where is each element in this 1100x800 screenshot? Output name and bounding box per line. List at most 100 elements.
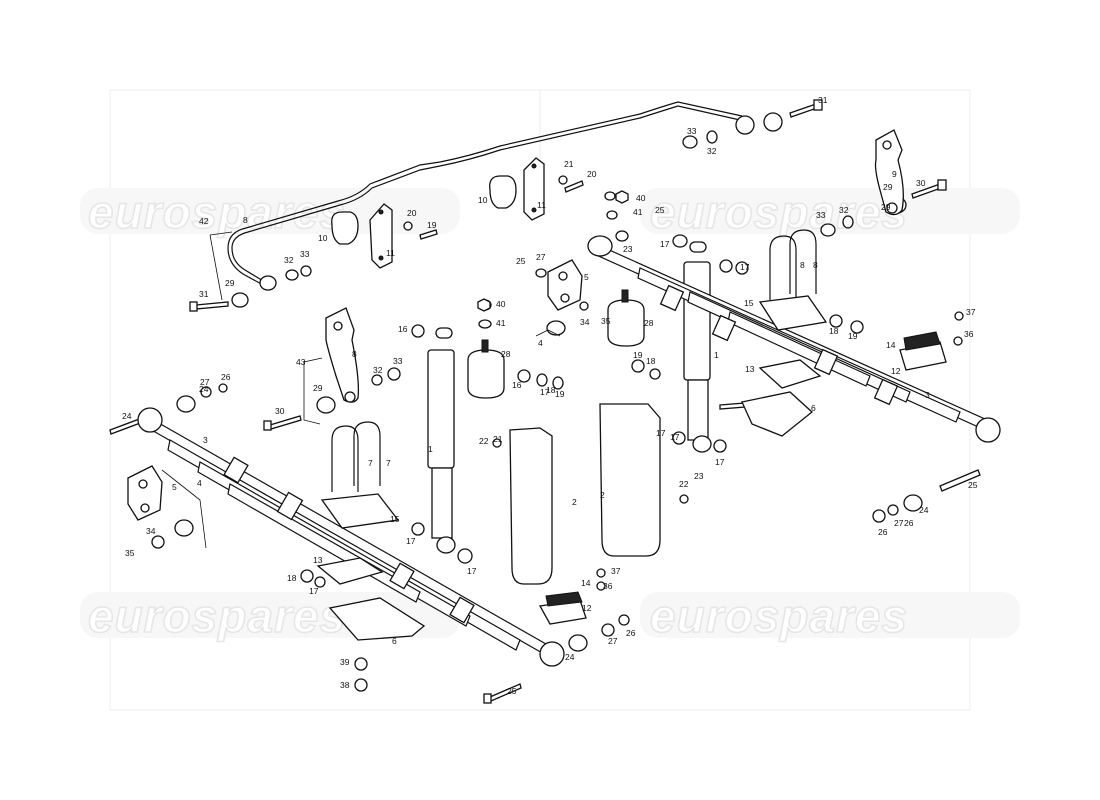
part-number-label: 32 [707, 146, 717, 156]
drop-links [325, 129, 904, 403]
part-number-label: 13 [745, 364, 755, 374]
part-number-label: 17 [467, 566, 477, 576]
part-number-label: 27 [536, 252, 546, 262]
watermark-layer: eurospares eurospares eurospares eurospa… [80, 185, 1020, 643]
watermark: eurospares [650, 590, 908, 642]
part-number-label: 7 [368, 458, 373, 468]
part-number-label: 2 [572, 497, 577, 507]
part-number-label: 13 [313, 555, 323, 565]
part-number-label: 8 [813, 260, 818, 270]
part-number-label: 18 [829, 326, 839, 336]
part-number-label: 26 [904, 518, 914, 528]
part-number-label: 18 [646, 356, 656, 366]
part-number-label: 17 [540, 387, 550, 397]
part-number-label: 5 [584, 272, 589, 282]
part-number-label: 10 [478, 195, 488, 205]
part-number-label: 19 [633, 350, 643, 360]
part-number-label: 21 [493, 434, 503, 444]
plates-and-brackets [316, 295, 947, 641]
scan-ghost [109, 89, 971, 711]
part-number-label: 35 [601, 316, 611, 326]
part-number-label: 33 [816, 210, 826, 220]
part-number-label: 26 [626, 628, 636, 638]
part-number-label: 22 [479, 436, 489, 446]
part-number-label: 29 [883, 182, 893, 192]
part-number-label: 14 [581, 578, 591, 588]
part-number-label: 7 [386, 458, 391, 468]
part-number-label: 26 [878, 527, 888, 537]
part-number-label: 27 [894, 518, 904, 528]
part-number-label: 25 [968, 480, 978, 490]
part-number-label: 28 [501, 349, 511, 359]
part-number-label: 18 [287, 573, 297, 583]
part-number-label: 1 [714, 350, 719, 360]
part-number-label: 4 [197, 478, 202, 488]
part-number-label: 33 [687, 126, 697, 136]
part-number-label: 8 [243, 215, 248, 225]
part-number-label: 10 [318, 233, 328, 243]
shackles [127, 259, 583, 521]
part-number-label: 20 [587, 169, 597, 179]
part-number-label: 24 [565, 652, 575, 662]
watermark: eurospares [88, 590, 346, 642]
part-number-label: 11 [386, 248, 395, 258]
part-number-label: 41 [633, 207, 643, 217]
part-number-label: 28 [644, 318, 654, 328]
part-number-label: 38 [340, 680, 350, 690]
part-number-label: 18 [546, 385, 556, 395]
part-number-label: 32 [284, 255, 294, 265]
part-number-label: 24 [122, 411, 132, 421]
part-number-label: 25 [516, 256, 526, 266]
part-number-label: 17 [715, 457, 725, 467]
part-number-label: 34 [580, 317, 590, 327]
part-number-label: 15 [744, 298, 754, 308]
part-number-label: 19 [555, 389, 565, 399]
part-number-label: 33 [393, 356, 403, 366]
part-number-label: 4 [538, 338, 543, 348]
part-number-label: 12 [582, 603, 592, 613]
part-number-label: 25 [655, 205, 665, 215]
part-number-label: 23 [694, 471, 704, 481]
part-number-label: 15 [390, 514, 400, 524]
group-brackets [161, 231, 561, 549]
part-number-label: 6 [811, 403, 816, 413]
bump-stops [467, 289, 645, 399]
part-number-label: 40 [496, 299, 506, 309]
part-number-label: 16 [512, 380, 522, 390]
part-number-label: 36 [964, 329, 974, 339]
part-number-label: 20 [407, 208, 417, 218]
part-number-label: 40 [636, 193, 646, 203]
part-number-label: 9 [892, 169, 897, 179]
part-number-label: 22 [679, 479, 689, 489]
part-number-label: 31 [199, 289, 209, 299]
part-number-label: 29 [881, 202, 891, 212]
check-straps [509, 403, 661, 585]
leaf-springs [137, 235, 1001, 667]
part-number-label: 3 [925, 390, 930, 400]
part-number-label: 37 [611, 566, 621, 576]
part-number-label: 35 [125, 548, 135, 558]
u-bolts [331, 229, 817, 492]
anti-roll-bar [227, 101, 755, 291]
part-number-label: 24 [919, 505, 929, 515]
part-number-label: 6 [392, 636, 397, 646]
part-number-label: 8 [352, 349, 357, 359]
part-number-label: 14 [886, 340, 896, 350]
part-number-label: 16 [398, 324, 408, 334]
part-number-label: 23 [623, 244, 633, 254]
part-number-label: 24 [199, 384, 209, 394]
watermark: eurospares [88, 186, 346, 238]
part-number-label: 36 [603, 581, 613, 591]
part-number-label: 33 [300, 249, 310, 259]
part-number-label: 17 [309, 586, 319, 596]
part-number-label: 29 [225, 278, 235, 288]
part-number-label: 43 [296, 357, 306, 367]
part-number-label: 19 [848, 331, 858, 341]
part-number-label: 17 [656, 428, 666, 438]
part-number-label: 32 [839, 205, 849, 215]
part-number-label: 32 [373, 365, 383, 375]
part-number-label: 27 [608, 636, 618, 646]
part-number-label: 39 [340, 657, 350, 667]
